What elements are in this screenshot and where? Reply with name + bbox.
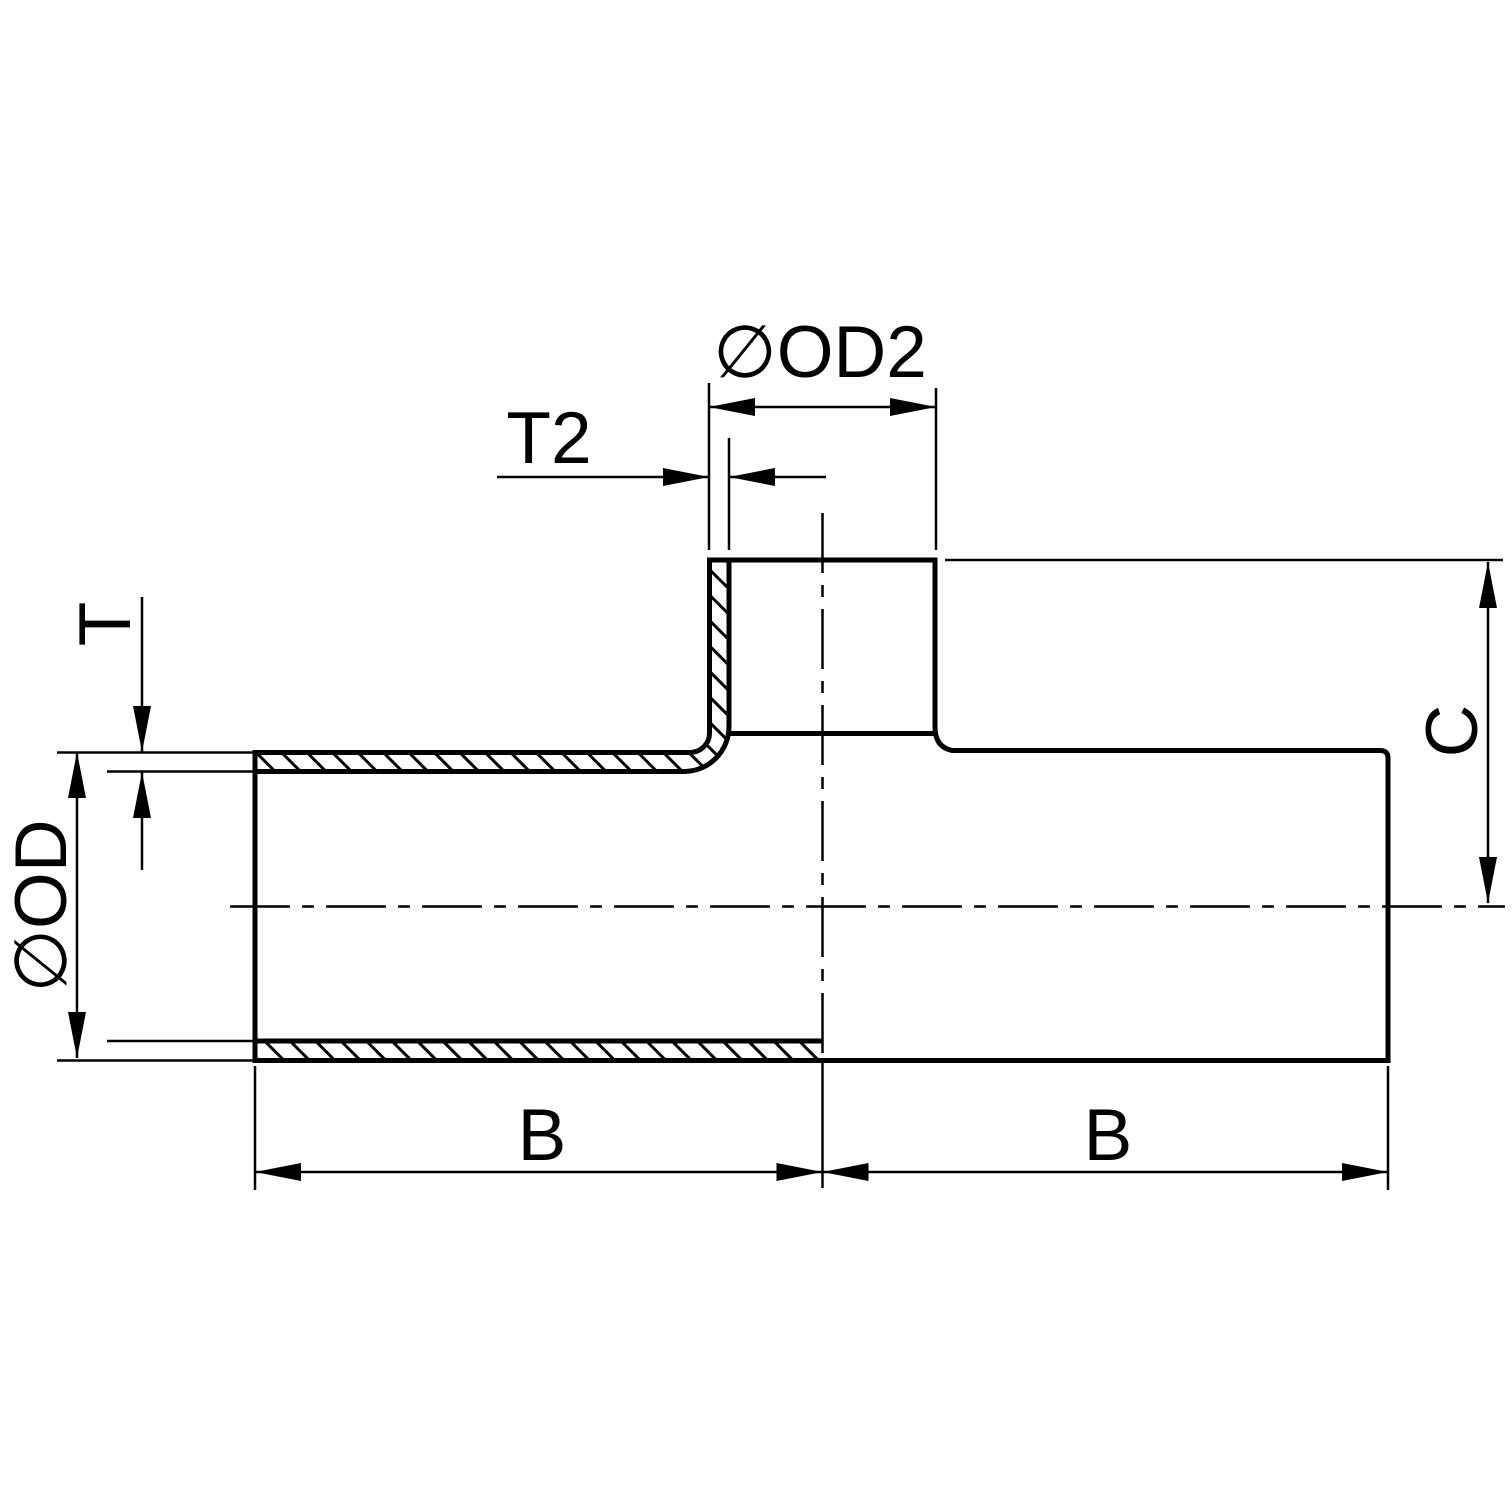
arrowhead-b-right-inner bbox=[822, 1163, 869, 1181]
section-hatching bbox=[255, 560, 823, 1061]
dimension-od: ∅OD bbox=[1, 752, 86, 1058]
body-silhouette bbox=[252, 557, 1391, 1063]
label-t2: T2 bbox=[506, 398, 591, 479]
centerlines bbox=[230, 513, 1505, 1188]
label-t: T bbox=[65, 602, 146, 647]
inner-bore-top-edge bbox=[255, 560, 732, 774]
dimension-t2: T2 bbox=[497, 398, 826, 486]
arrowhead-od-bottom bbox=[68, 1012, 86, 1058]
arrowhead-c-top bbox=[1479, 562, 1497, 608]
hatch-bottom-wall bbox=[255, 1041, 823, 1061]
arrowhead-od2-right bbox=[890, 398, 936, 416]
label-b-right: B bbox=[1084, 1095, 1133, 1176]
label-od: ∅OD bbox=[1, 819, 82, 992]
arrowhead-t2-left bbox=[663, 468, 709, 486]
dimension-t: T bbox=[65, 597, 151, 870]
arrowhead-b-right-outer bbox=[1342, 1163, 1388, 1181]
dimension-od2: ∅OD2 bbox=[709, 312, 936, 416]
arrowhead-t-up bbox=[133, 772, 151, 818]
arrowhead-b-left-inner bbox=[776, 1163, 823, 1181]
arrowhead-c-bottom bbox=[1479, 857, 1497, 903]
label-od2: ∅OD2 bbox=[713, 312, 927, 393]
arrowhead-b-left-outer bbox=[255, 1163, 301, 1181]
fitting-outline bbox=[252, 557, 1391, 1063]
dimension-b-left: B bbox=[255, 1095, 823, 1181]
label-c: C bbox=[1412, 705, 1493, 758]
arrowhead-od-top bbox=[68, 752, 86, 798]
dimension-c: C bbox=[1412, 562, 1497, 903]
arrowhead-t2-right bbox=[729, 468, 775, 486]
arrowhead-od2-left bbox=[709, 398, 755, 416]
arrowhead-t-down bbox=[133, 706, 151, 752]
label-b-left: B bbox=[518, 1095, 567, 1176]
extension-lines bbox=[57, 383, 1503, 1190]
dimension-b-right: B bbox=[822, 1095, 1388, 1181]
